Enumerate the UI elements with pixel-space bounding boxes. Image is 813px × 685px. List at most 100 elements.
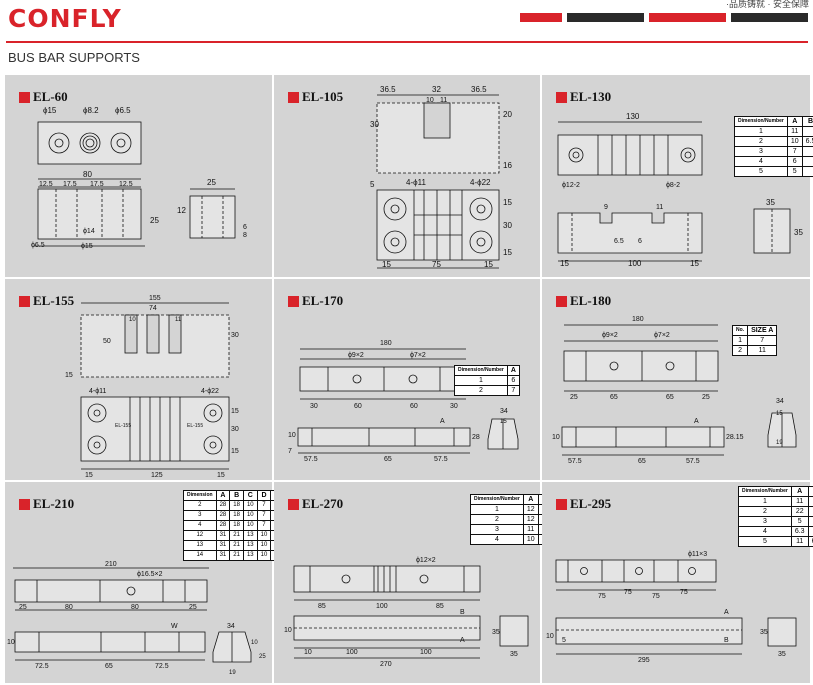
dim-label: 6	[638, 238, 642, 245]
product-card-el-180: EL-180 180 ϕ9×2 ϕ7×2 25 65 65 25 A 57.5 …	[542, 279, 810, 480]
table-cell: 11	[522, 524, 539, 535]
table-cell: 5	[786, 166, 803, 177]
product-title: EL-130	[556, 89, 611, 105]
dim-label: EL-155	[115, 423, 131, 429]
dim-label: A	[460, 637, 465, 644]
dim-label: 6	[243, 224, 247, 231]
table-cell: 13	[183, 540, 217, 551]
table-cell	[801, 126, 813, 137]
dim-label: 4-ϕ22	[470, 178, 491, 187]
dim-label: 72.5	[155, 663, 169, 670]
table-header-cell: Dimension/Number	[734, 116, 788, 127]
table-cell: 6.3	[790, 526, 809, 537]
table-cell: 28	[215, 510, 231, 521]
dim-label: 15	[503, 198, 512, 207]
table-cell: 7	[786, 146, 803, 157]
dim-label: 8	[243, 232, 247, 239]
table-cell: 1	[734, 126, 788, 137]
dim-label: 35	[492, 629, 500, 636]
dim-label: 210	[105, 561, 117, 568]
table-cell: 4	[183, 520, 217, 531]
table-cell: -	[807, 496, 813, 507]
dim-label: 35	[794, 228, 803, 237]
table-cell: 31	[215, 550, 231, 561]
dim-label: 12	[177, 206, 186, 215]
dim-label: ϕ8-2	[666, 182, 680, 189]
table-cell: 4	[470, 534, 524, 545]
red-square-icon	[556, 295, 567, 307]
table-row: 35-	[738, 516, 813, 527]
dim-label: 80	[83, 170, 92, 179]
table-row: 2120	[470, 514, 551, 525]
dim-label: 25	[259, 654, 266, 660]
table-cell: 6	[786, 156, 803, 167]
product-title: EL-170	[288, 293, 343, 309]
dim-label: 10	[288, 432, 296, 439]
dim-label: 75	[598, 593, 606, 600]
dim-label: 30	[370, 120, 379, 129]
dim-label: 65	[638, 458, 646, 465]
table-cell: 13	[242, 540, 258, 551]
dim-label: 15	[484, 260, 493, 269]
table-cell	[801, 156, 813, 167]
product-title: EL-270	[288, 496, 343, 512]
drawing-el-130: 130 ϕ12-2 ϕ8-2 9 11 6.5 6 15 100 15 35 3…	[557, 112, 803, 268]
dim-label: 10	[304, 649, 312, 656]
table-header-cell: B	[801, 116, 813, 127]
table-header-cell: B	[807, 486, 813, 497]
dim-label: 75	[432, 260, 441, 269]
drawing-el-155: 155 74 10 11 50 30 15 4-ϕ11 4-ϕ22 15 30 …	[65, 295, 239, 479]
product-card-el-155: EL-155 155 74 10 11 50 30 15 4-ϕ11 4-ϕ22…	[5, 279, 272, 480]
dim-label: 60	[354, 403, 362, 410]
drawing-el-170: 180 ϕ9×2 ϕ7×2 30 60 60 30 A 57.5 65 57.5…	[288, 340, 519, 463]
table-row: 4105	[470, 534, 551, 545]
dim-label: ϕ14	[83, 228, 95, 235]
dim-label: 180	[632, 316, 644, 323]
dim-label: 35	[760, 629, 768, 636]
table-cell: 21	[229, 540, 244, 551]
table-cell: 10	[242, 500, 258, 511]
dim-label: 30	[503, 221, 512, 230]
dim-label: 25	[189, 604, 197, 611]
dim-label: 15	[690, 259, 699, 268]
dim-label: 15	[231, 448, 239, 455]
dim-label: 155	[149, 295, 161, 302]
table-cell: 3	[470, 524, 524, 535]
drawing-el-105: 36.5 32 36.5 10 11 20 16 30 5 4-ϕ11 4-ϕ2…	[370, 85, 512, 269]
dim-label: 30	[450, 403, 458, 410]
section-title: BUS BAR SUPPORTS	[8, 50, 140, 65]
dim-label: 85	[318, 603, 326, 610]
table-cell: 1	[738, 496, 792, 507]
header-rule	[6, 41, 808, 43]
dim-label: 36.5	[380, 85, 396, 94]
drawing-el-180: 180 ϕ9×2 ϕ7×2 25 65 65 25 A 57.5 65 57.5…	[552, 316, 797, 465]
table-row: 3116	[470, 524, 551, 535]
brand-color-bars	[520, 13, 810, 22]
product-card-el-130: EL-130 130 ϕ12-2 ϕ8-2 9 11 6.5 6 15 100 …	[542, 75, 813, 277]
table-cell: 10	[242, 510, 258, 521]
table-cell: 21	[229, 550, 244, 561]
table-cell: 1	[454, 375, 508, 386]
table-cell: 11	[790, 536, 809, 547]
dim-label: 19	[776, 440, 783, 446]
table-header-cell: Dimension/Number	[738, 486, 792, 497]
dim-label: 5	[370, 180, 375, 189]
table-cell: 5	[790, 516, 809, 527]
dim-label: 15	[65, 372, 73, 379]
table-cell: 2	[731, 345, 749, 356]
dim-label: 295	[638, 657, 650, 664]
dim-label: 28.15	[726, 434, 744, 441]
dim-label: 12.5	[39, 181, 53, 188]
table-cell: 2	[738, 506, 792, 517]
red-square-icon	[19, 295, 30, 307]
dim-label: 72.5	[35, 663, 49, 670]
dim-label: 10	[251, 640, 258, 646]
dim-label: 65	[105, 663, 113, 670]
dim-label: W	[171, 623, 178, 630]
